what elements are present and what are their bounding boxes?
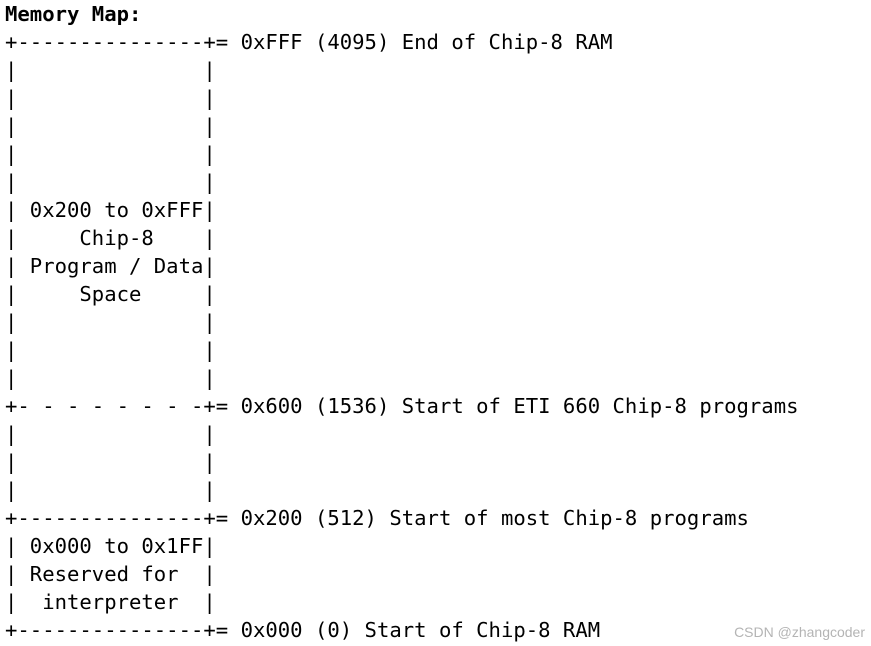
memory-map-line: | |	[5, 366, 216, 390]
memory-map-line-interpreter: | interpreter |	[5, 590, 216, 614]
memory-map-line-reserved-for: | Reserved for |	[5, 562, 216, 586]
memory-map-line: | |	[5, 310, 216, 334]
memory-map-line-space: | Space |	[5, 282, 216, 306]
memory-map-line: | |	[5, 142, 216, 166]
memory-map-line-chip8: | Chip-8 |	[5, 226, 216, 250]
memory-map-line: | |	[5, 58, 216, 82]
memory-map-line-ram-end: +---------------+= 0xFFF (4095) End of C…	[5, 30, 613, 54]
memory-map-document: Memory Map: +---------------+= 0xFFF (40…	[5, 0, 865, 644]
memory-map-line: | |	[5, 170, 216, 194]
memory-map-line-programs-start: +---------------+= 0x200 (512) Start of …	[5, 506, 749, 530]
memory-map-line-ram-start: +---------------+= 0x000 (0) Start of Ch…	[5, 618, 601, 642]
memory-map-line: | |	[5, 450, 216, 474]
memory-map-line: | |	[5, 478, 216, 502]
document-title: Memory Map:	[5, 2, 142, 26]
memory-map-line-program-range: | 0x200 to 0xFFF|	[5, 198, 216, 222]
memory-map-line-eti660-start: +- - - - - - - -+= 0x600 (1536) Start of…	[5, 394, 799, 418]
memory-map-line: | |	[5, 86, 216, 110]
memory-map-line: | |	[5, 114, 216, 138]
watermark: CSDN @zhangcoder	[734, 624, 865, 640]
memory-map-line: | |	[5, 338, 216, 362]
memory-map-line-program-data: | Program / Data|	[5, 254, 216, 278]
memory-map-line-reserved-range: | 0x000 to 0x1FF|	[5, 534, 216, 558]
memory-map-line: | |	[5, 422, 216, 446]
